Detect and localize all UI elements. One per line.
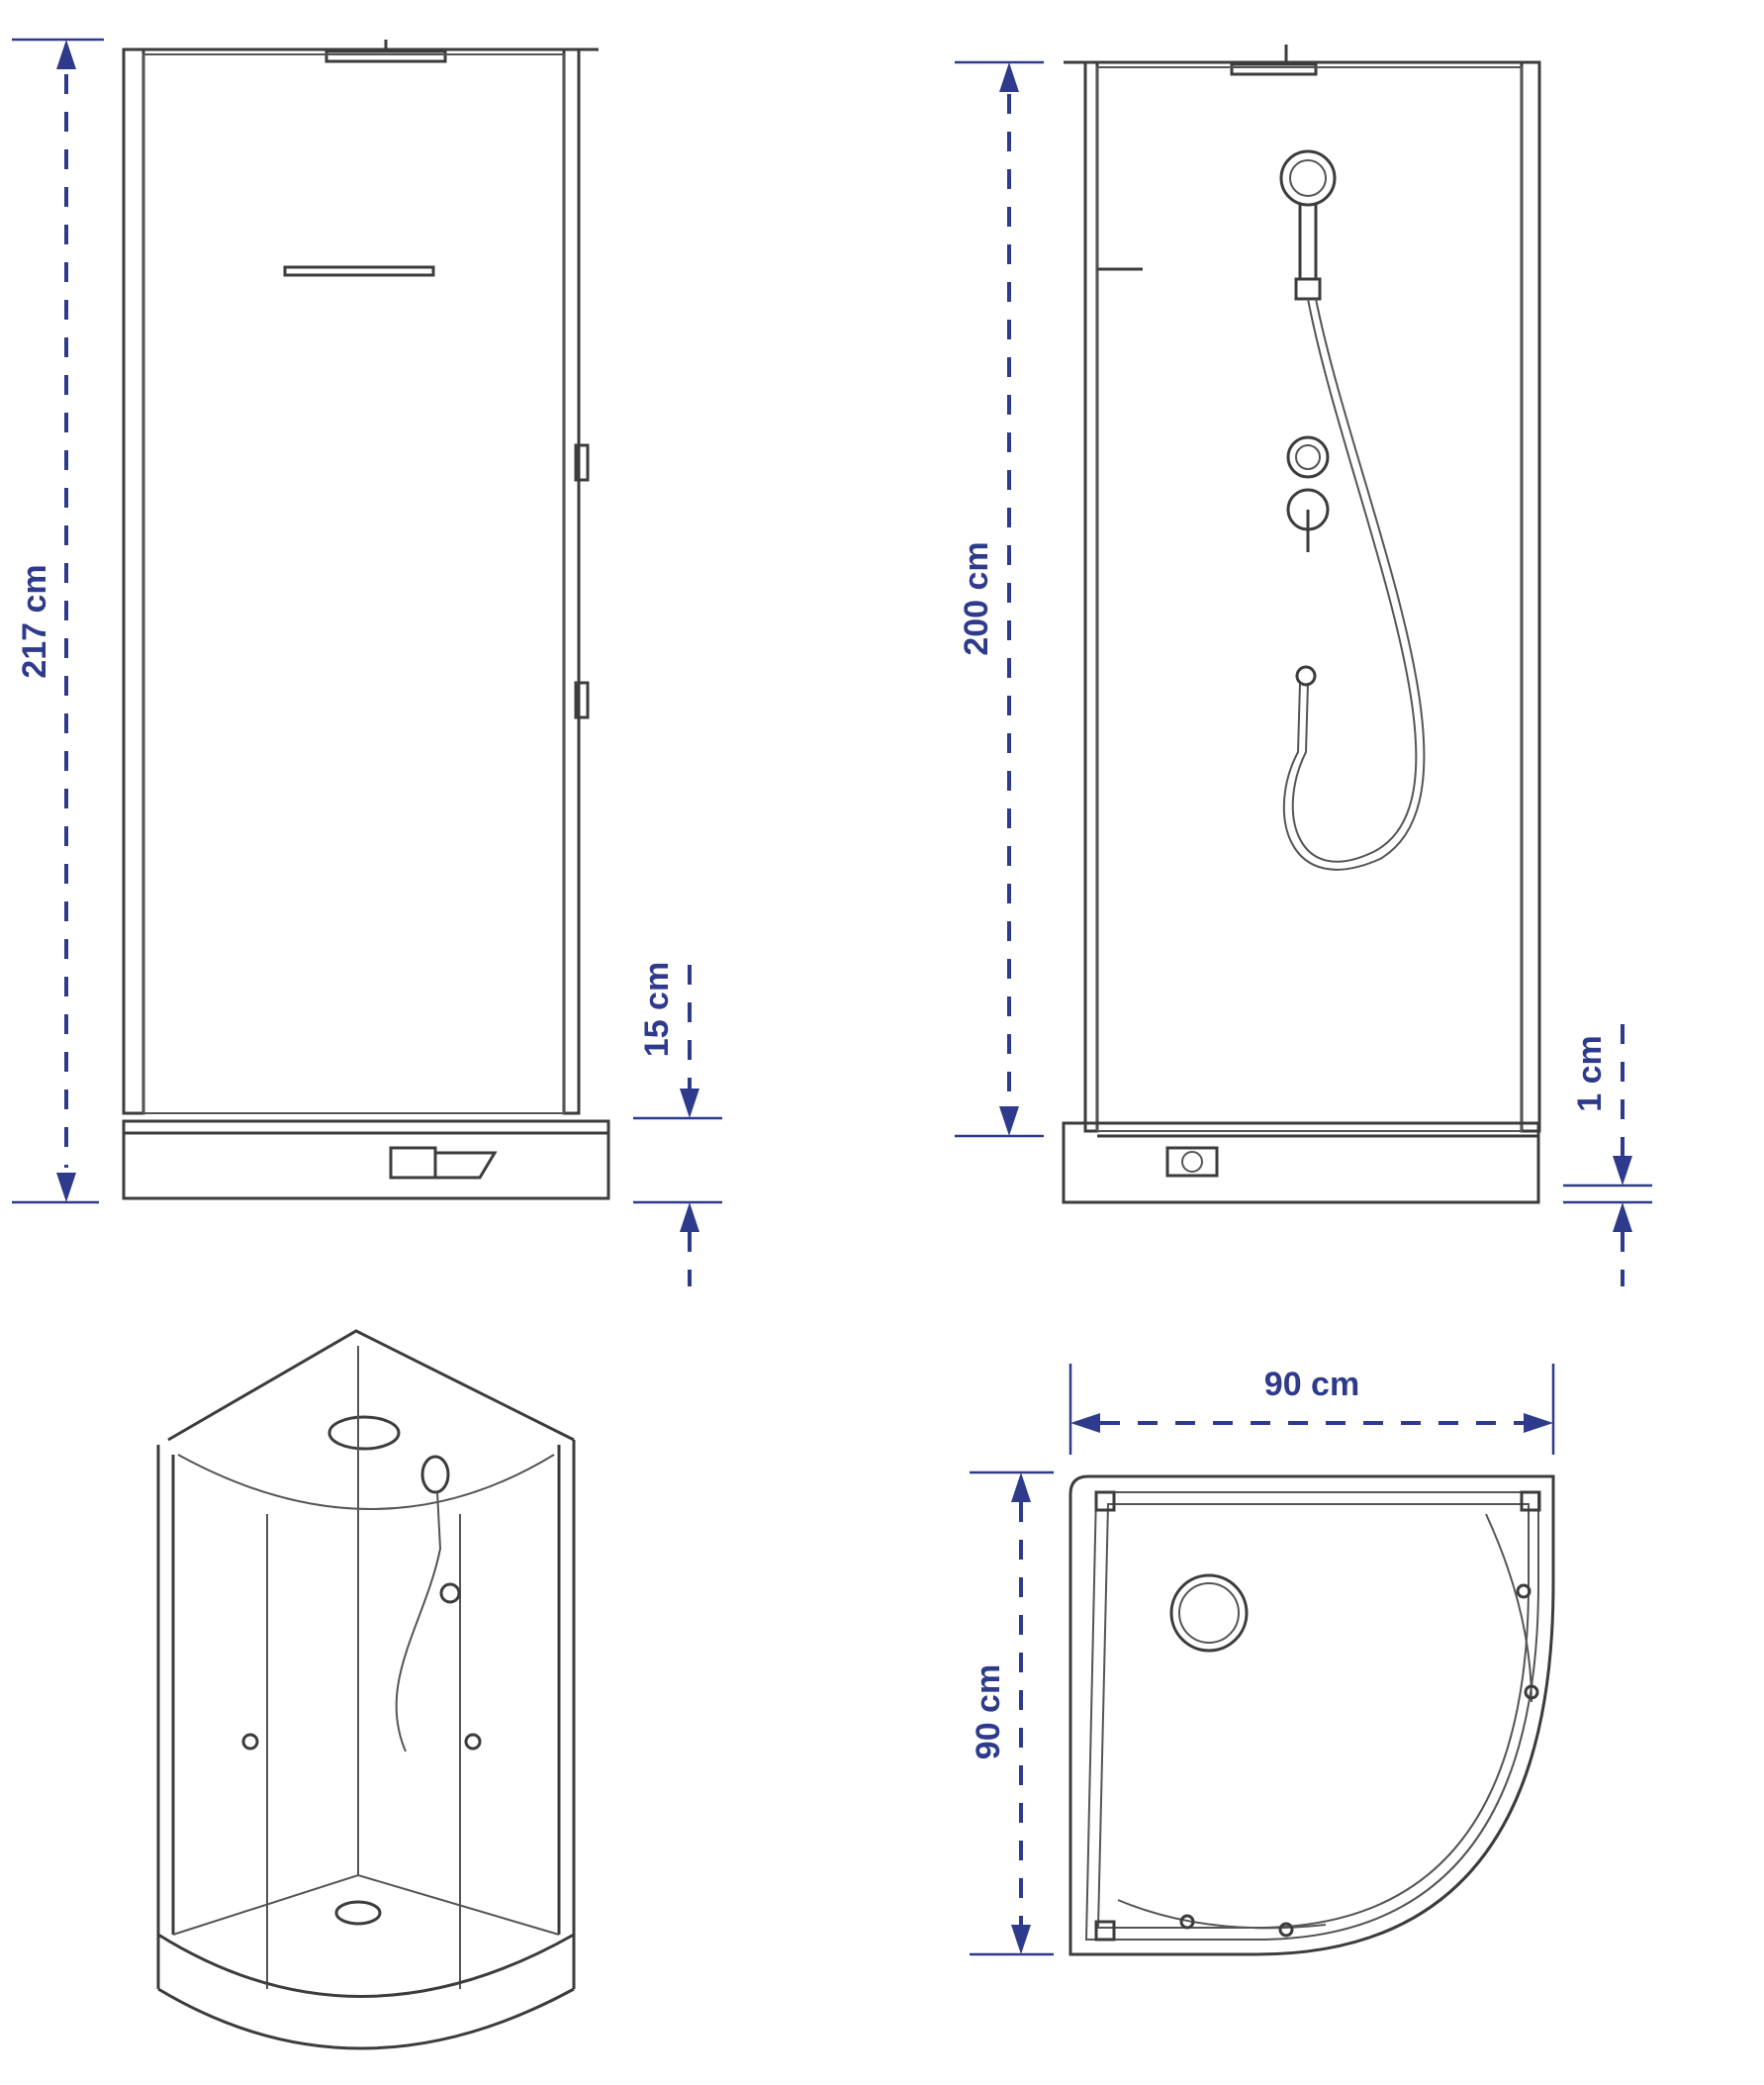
label-depth: 90 cm — [970, 1664, 1007, 1759]
dimension-total-height: 217 cm — [12, 38, 104, 1204]
dimension-interior-height: 200 cm — [955, 60, 1044, 1138]
hose-connector — [1295, 665, 1317, 687]
shower-hose — [1291, 298, 1418, 863]
diverter-knob — [1286, 435, 1330, 479]
dimension-tray-height: 15 cm — [633, 962, 722, 1286]
sliding-door-arc — [1117, 1899, 1327, 1930]
dimension-floor-offset: 1 cm — [1563, 1024, 1652, 1286]
door-handle — [241, 1733, 259, 1751]
left-frame — [122, 47, 145, 1115]
top-view — [1068, 1474, 1555, 1956]
tray-outline — [1068, 1474, 1555, 1956]
right-frame — [1520, 60, 1541, 1133]
rain-shower-head — [1230, 62, 1318, 76]
label-tray-height: 15 cm — [638, 962, 676, 1057]
hand-shower-handle — [1298, 205, 1318, 281]
left-frame — [1083, 60, 1099, 1133]
shower-hose — [395, 1491, 442, 1753]
drain — [389, 1146, 498, 1180]
shower-tray — [157, 1933, 575, 1998]
hinge — [574, 681, 590, 719]
shower-holder — [1294, 277, 1322, 301]
shelf — [283, 265, 435, 277]
mixer-knob — [439, 1582, 461, 1604]
dimension-depth: 90 cm — [970, 1470, 1054, 1956]
hinge — [574, 443, 590, 482]
label-total-height: 217 cm — [16, 564, 53, 678]
right-frame — [562, 47, 581, 1115]
side-panel — [1096, 66, 1523, 1132]
hand-shower-head — [420, 1455, 450, 1494]
drain — [1165, 1146, 1219, 1178]
label-interior-height: 200 cm — [958, 541, 995, 655]
label-width: 90 cm — [1264, 1366, 1359, 1403]
rain-shower-head — [327, 1415, 401, 1451]
perspective-view — [156, 1329, 576, 2050]
front-view — [122, 40, 610, 1200]
hand-shower-head — [1279, 149, 1337, 207]
drain — [334, 1900, 382, 1926]
top-roof — [167, 1329, 575, 1442]
shower-tray — [1062, 1121, 1540, 1204]
dimension-width: 90 cm — [1068, 1364, 1555, 1455]
shower-tray — [122, 1119, 610, 1200]
label-floor-offset: 1 cm — [1571, 1035, 1609, 1112]
front-panel — [142, 53, 565, 1114]
side-view — [1062, 45, 1541, 1204]
drain — [1169, 1573, 1249, 1653]
sliding-door-arc — [1485, 1513, 1532, 1703]
rain-shower-head — [325, 49, 447, 63]
door-handle — [464, 1733, 482, 1751]
